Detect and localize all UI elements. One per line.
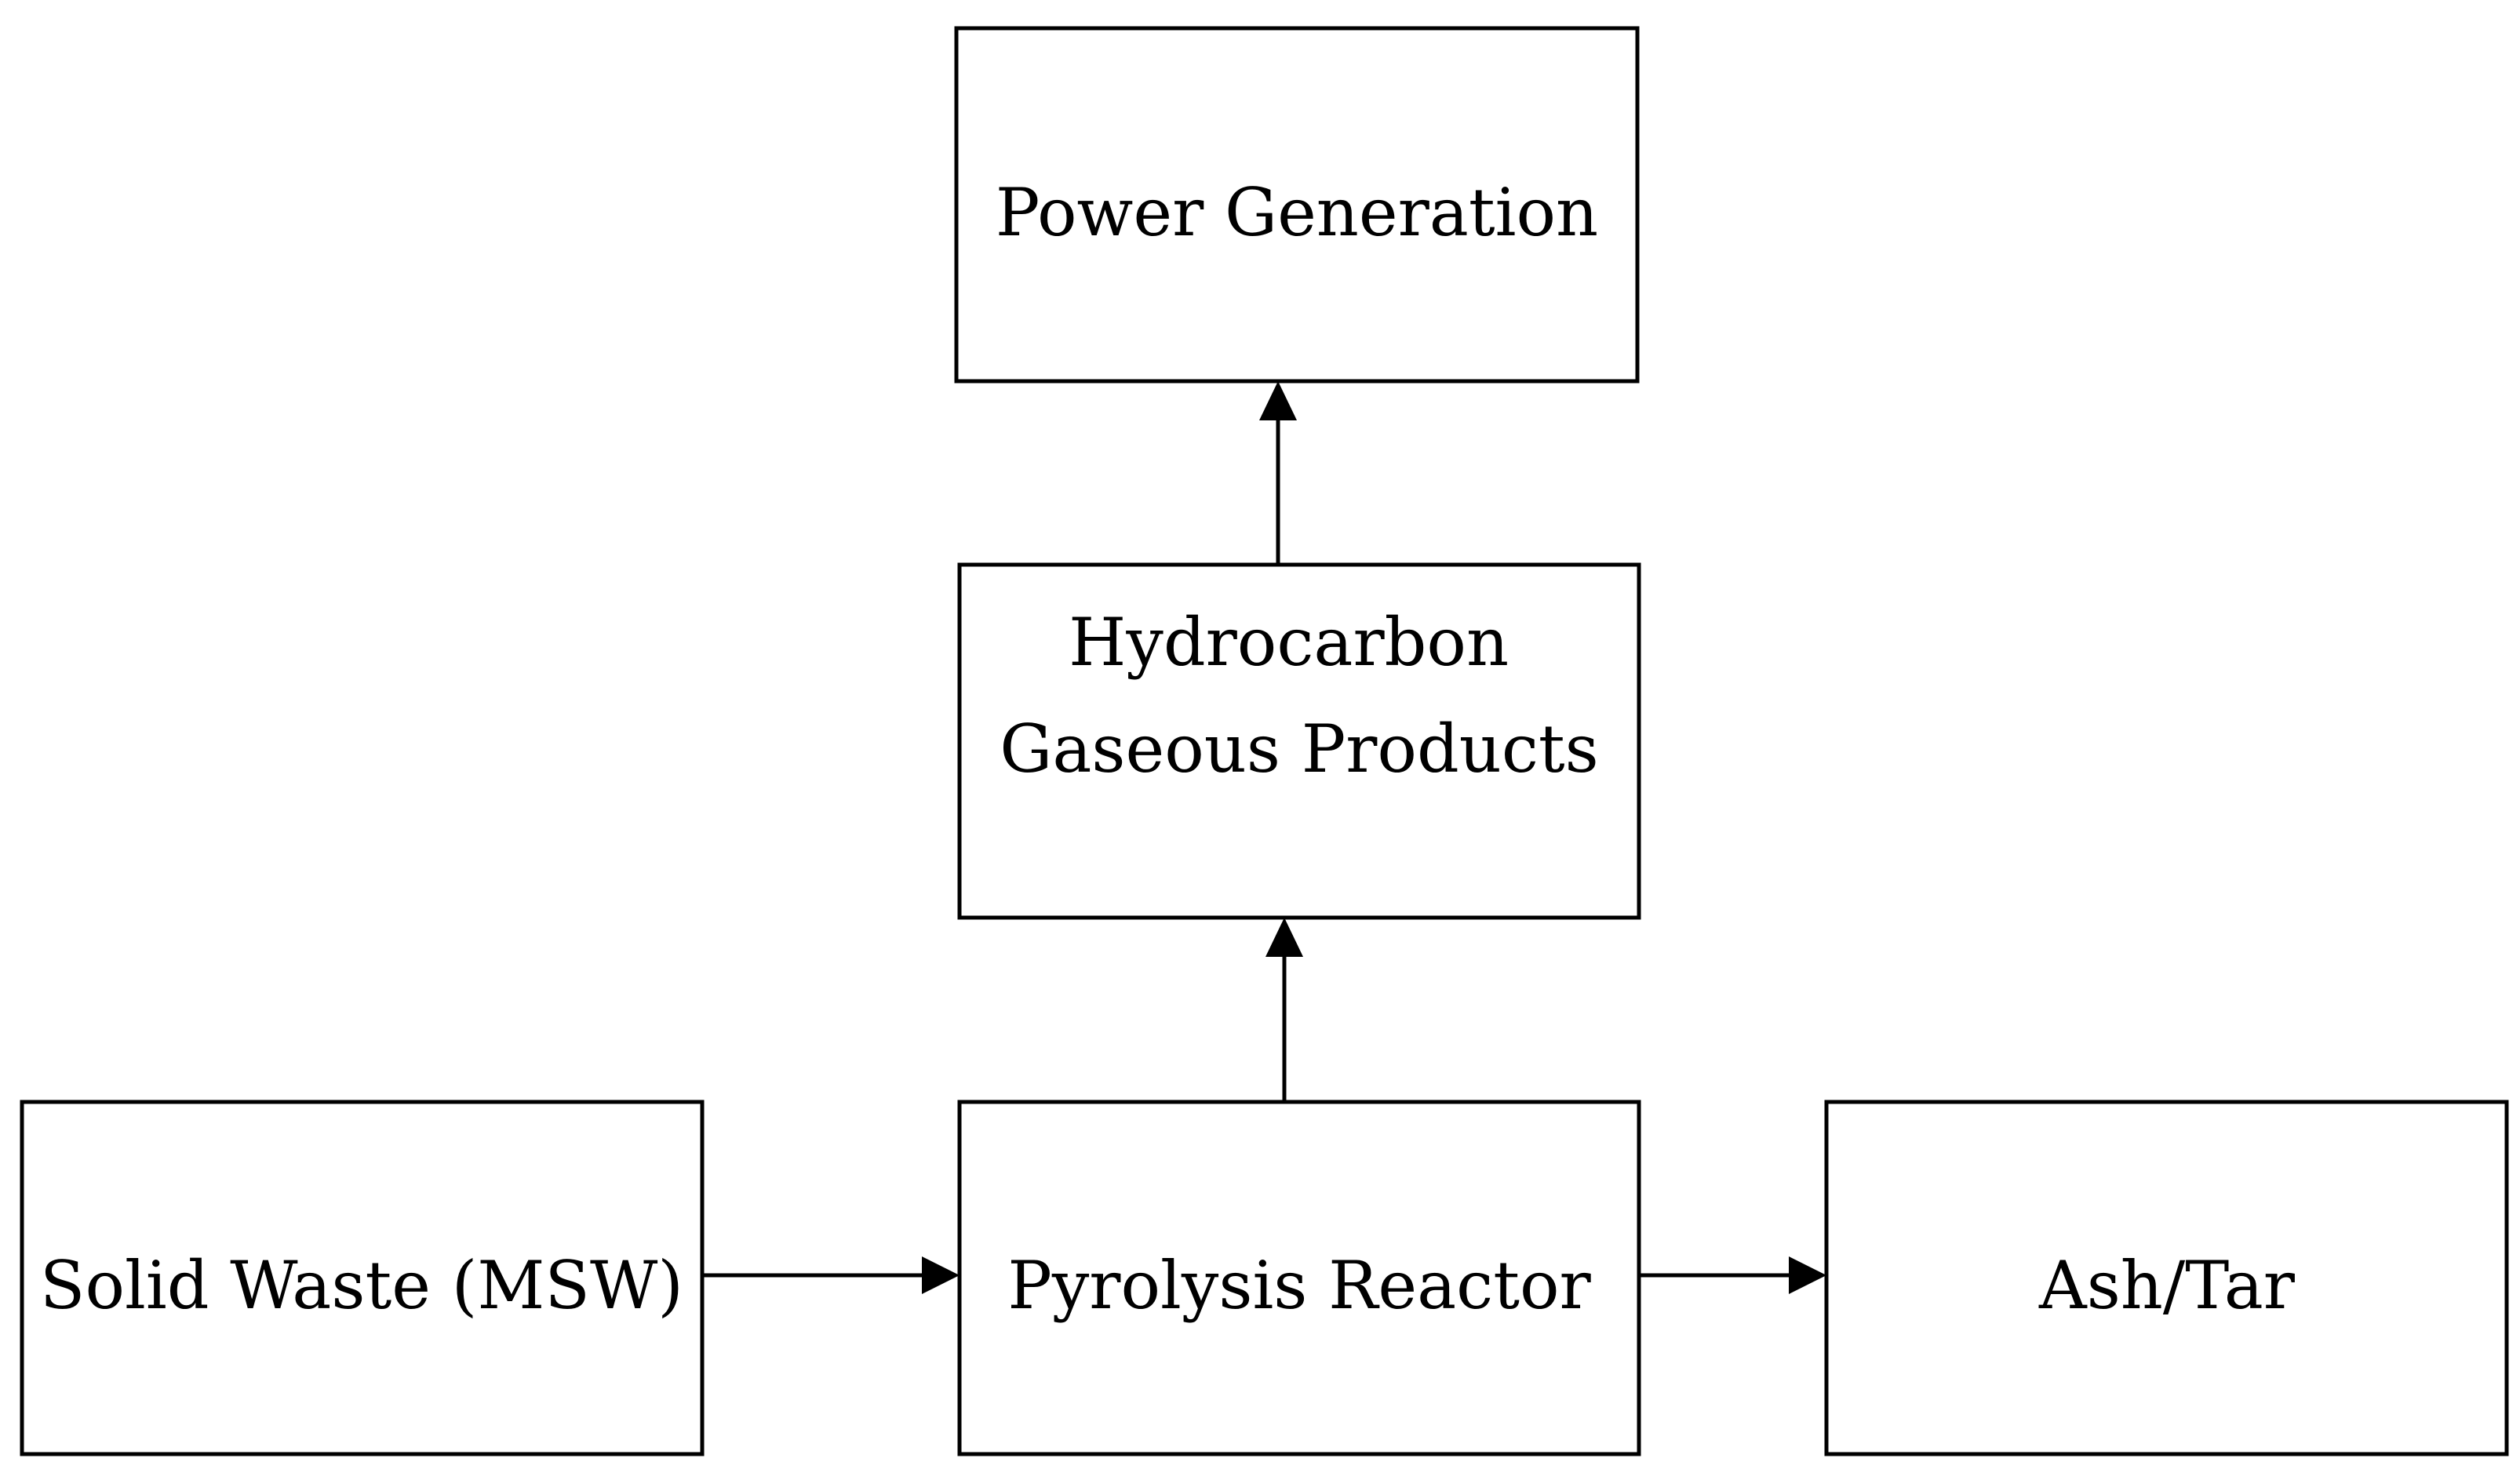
arrow-pyrolysis-to-hydrocarbon (1265, 918, 1303, 1102)
svg-text:Ash/Tar: Ash/Tar (2038, 1247, 2296, 1324)
arrowhead-icon (1789, 1256, 1826, 1294)
node-hydrocarbon-gaseous-products: Hydrocarbon Gaseous Products (957, 562, 1641, 920)
arrow-pyrolysis-to-ash-tar (1639, 1256, 1826, 1294)
svg-text:Power Generation: Power Generation (996, 174, 1598, 251)
arrow-solid-waste-to-pyrolysis (702, 1256, 960, 1294)
arrowhead-icon (922, 1256, 960, 1294)
arrow-hydrocarbon-to-power-generation (1259, 381, 1297, 565)
node-power-generation-label-line-1: Power Generation (996, 174, 1598, 251)
arrowhead-icon (1265, 918, 1303, 957)
node-solid-waste: Solid Waste (MSW) (20, 1100, 705, 1456)
svg-text:Hydrocarbon Gaseous Prod: Hydrocarbon Gaseous Products (1000, 604, 1599, 787)
node-pyrolysis-reactor: Pyrolysis Reactor (957, 1100, 1641, 1456)
node-hydrocarbon-label-line-2: Gaseous Products (1000, 711, 1599, 787)
node-pyrolysis-label-line-1: Pyrolysis Reactor (1007, 1247, 1591, 1324)
node-ash-tar: Ash/Tar (1824, 1100, 2509, 1456)
node-hydrocarbon-label-line-1: Hydrocarbon (1069, 604, 1509, 681)
node-ash-tar-label-line-1: Ash/Tar (2038, 1247, 2296, 1324)
node-power-generation: Power Generation (954, 26, 1640, 384)
svg-text:Pyrolysis Reactor: Pyrolysis Reactor (1007, 1247, 1591, 1324)
arrowhead-icon (1259, 381, 1297, 420)
node-solid-waste-label-line-1: Solid Waste (MSW) (40, 1247, 683, 1324)
svg-text:Solid Waste (MSW): Solid Waste (MSW) (40, 1247, 683, 1324)
